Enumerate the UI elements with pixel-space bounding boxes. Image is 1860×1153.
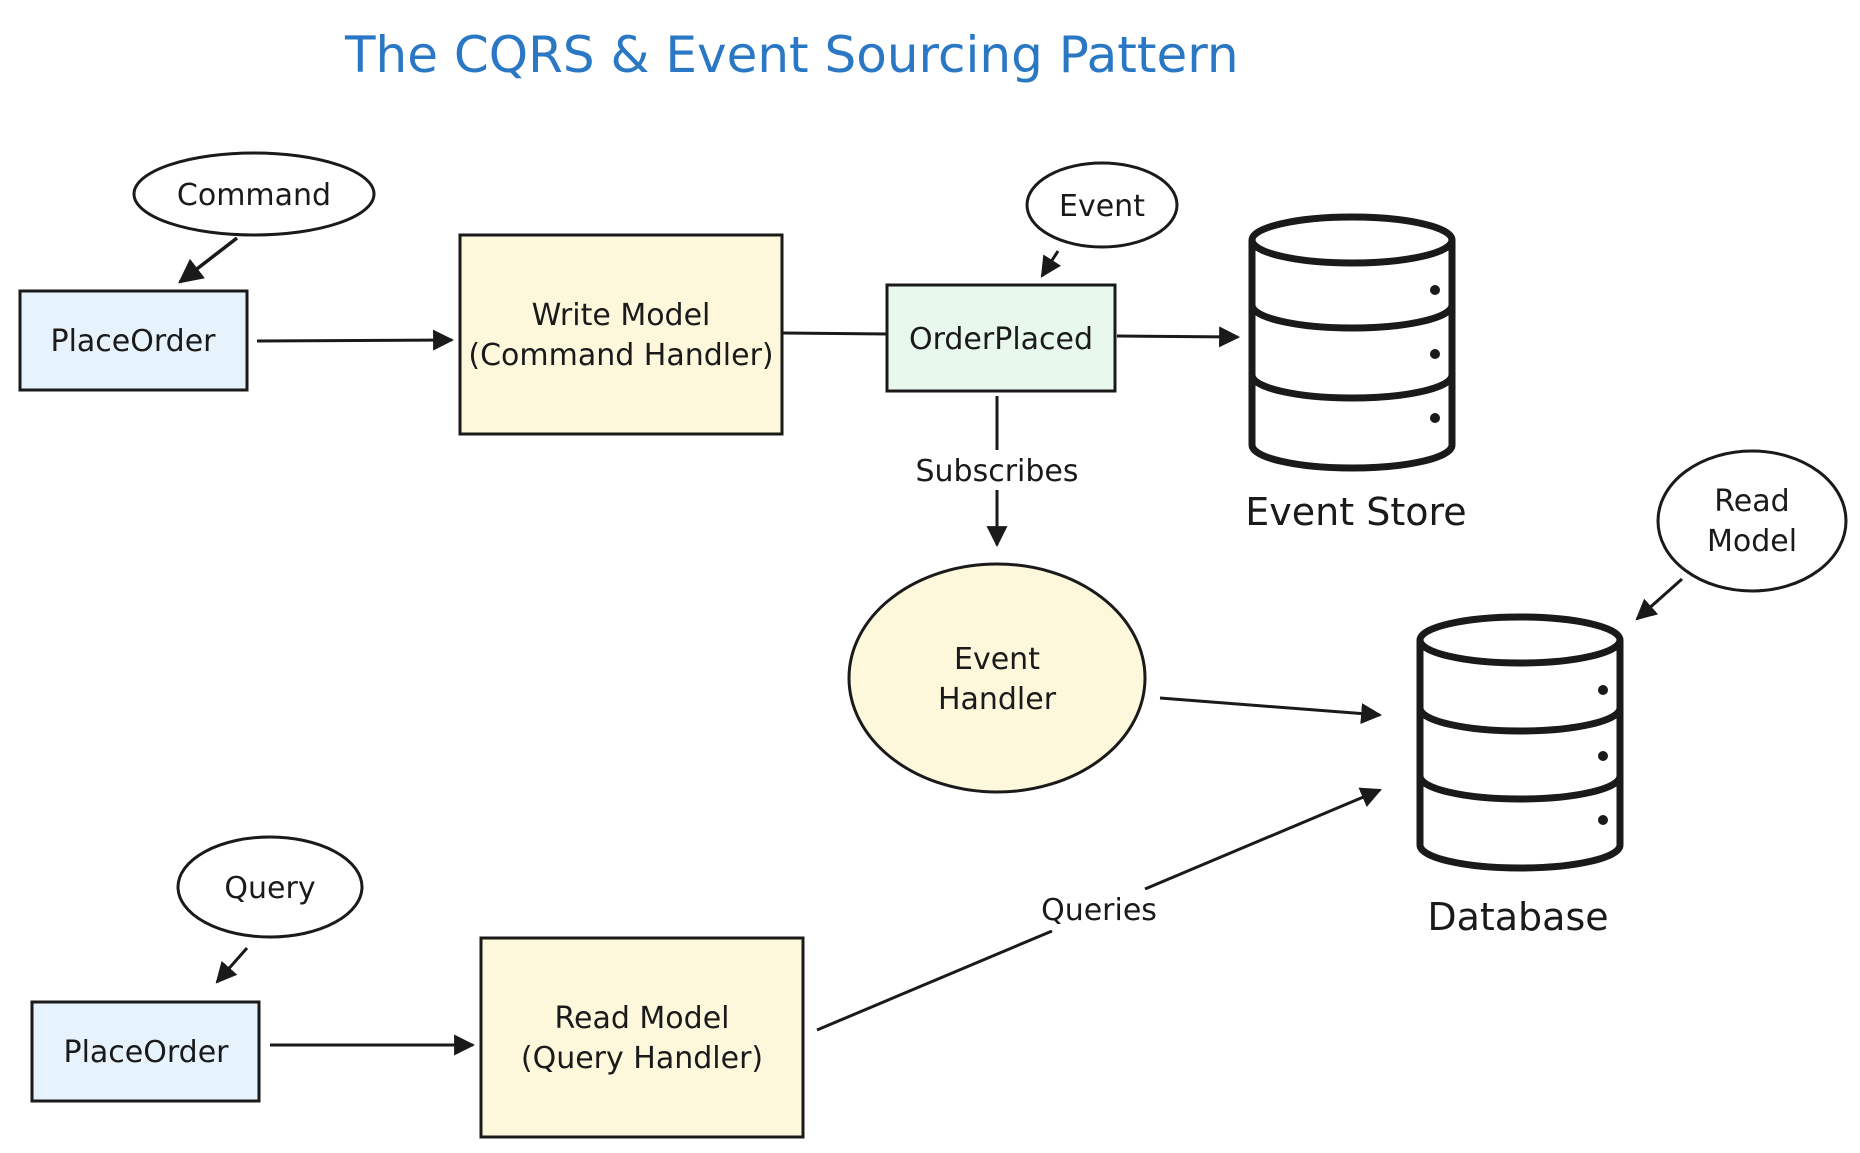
database-icon bbox=[1416, 613, 1624, 872]
edge-queries-upper bbox=[1144, 787, 1382, 891]
edge-query-to-placeorder bbox=[215, 947, 249, 984]
placeorder-query-label: PlaceOrder bbox=[63, 1035, 229, 1070]
database-label: Database bbox=[1427, 895, 1608, 939]
read-model-line2: (Query Handler) bbox=[521, 1041, 763, 1076]
event-handler-node: Event Handler bbox=[847, 562, 1147, 794]
write-model-node: Write Model (Command Handler) bbox=[458, 233, 784, 436]
read-model-line1: Read Model bbox=[555, 1001, 730, 1036]
edge-eventhandler-to-database bbox=[1159, 696, 1383, 725]
placeorder-command-node: PlaceOrder bbox=[18, 289, 249, 392]
edge-readmodelnote-to-database bbox=[1635, 577, 1683, 621]
command-note: Command bbox=[132, 151, 376, 237]
command-note-label: Command bbox=[177, 178, 331, 213]
event-handler-line2: Handler bbox=[938, 682, 1057, 717]
queries-label: Queries bbox=[1041, 893, 1157, 928]
placeorder-query-node: PlaceOrder bbox=[30, 1000, 261, 1103]
event-note: Event bbox=[1025, 161, 1179, 249]
read-model-note: Read Model bbox=[1656, 449, 1848, 593]
edge-queries-lower bbox=[816, 929, 1053, 1032]
event-handler-line1: Event bbox=[954, 642, 1040, 677]
order-placed-node: OrderPlaced bbox=[885, 283, 1117, 393]
subscribes-label: Subscribes bbox=[915, 454, 1078, 489]
order-placed-label: OrderPlaced bbox=[909, 322, 1093, 357]
write-model-line1: Write Model bbox=[532, 298, 711, 333]
edge-placeorder-to-writemodel bbox=[256, 329, 455, 351]
edge-command-to-placeorder bbox=[178, 236, 239, 284]
database-icon bbox=[1248, 213, 1456, 472]
query-note-label: Query bbox=[224, 871, 315, 906]
event-store-label: Event Store bbox=[1245, 490, 1466, 534]
edge-event-to-orderplaced bbox=[1040, 250, 1062, 278]
read-model-note-line1: Read bbox=[1714, 484, 1789, 519]
diagram-title: The CQRS & Event Sourcing Pattern bbox=[344, 26, 1239, 84]
event-note-label: Event bbox=[1059, 189, 1145, 224]
query-note: Query bbox=[176, 835, 364, 939]
read-model-node: Read Model (Query Handler) bbox=[479, 936, 805, 1139]
read-model-note-line2: Model bbox=[1707, 524, 1797, 559]
edge-orderplaced-to-eventstore bbox=[1116, 326, 1241, 348]
edge-writemodel-to-orderplaced bbox=[782, 331, 889, 336]
write-model-line2: (Command Handler) bbox=[468, 338, 773, 373]
placeorder-command-label: PlaceOrder bbox=[50, 324, 216, 359]
